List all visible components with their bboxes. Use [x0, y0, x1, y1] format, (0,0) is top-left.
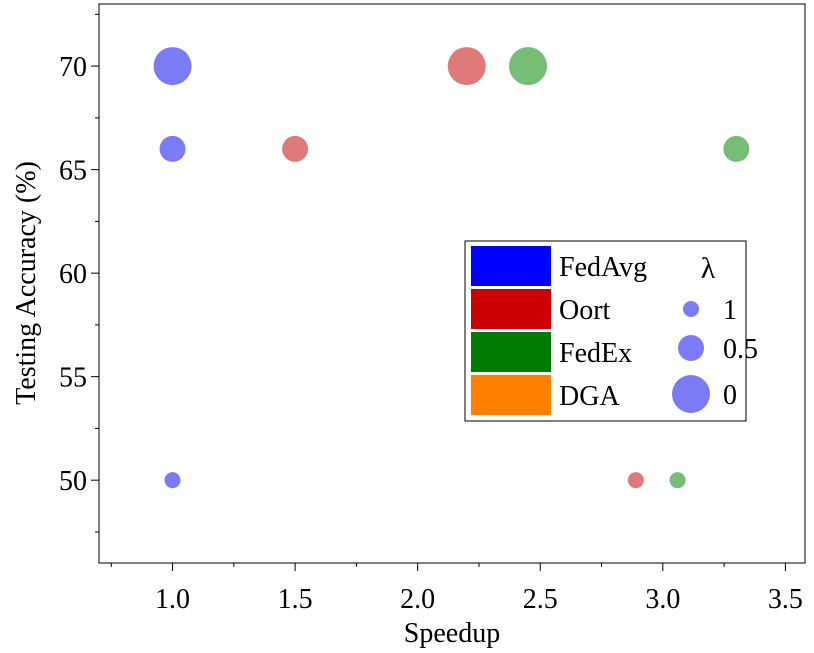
y-tick-label: 55: [59, 363, 87, 394]
legend-swatch-fedex: [471, 332, 551, 372]
y-axis-label: Testing Accuracy (%): [11, 161, 42, 405]
point-fedavg: [153, 47, 192, 86]
x-tick-label: 1.5: [278, 584, 313, 615]
size-legend-marker: [678, 335, 704, 361]
legend-swatch-oort: [471, 289, 551, 329]
x-tick-label: 3.0: [645, 584, 680, 615]
y-tick-label: 50: [59, 466, 87, 497]
legend-swatch-dga: [471, 375, 551, 415]
x-tick-label: 2.0: [400, 584, 435, 615]
point-oort: [447, 47, 486, 86]
point-fedavg: [164, 472, 181, 489]
legend-label-dga: DGA: [559, 381, 620, 412]
size-legend-marker: [683, 301, 699, 317]
size-legend-title: λ: [701, 252, 716, 285]
size-legend-label: 0: [723, 380, 737, 411]
size-legend-label: 0.5: [723, 334, 758, 365]
point-fedex: [669, 472, 686, 489]
point-fedavg: [159, 135, 186, 162]
y-tick-label: 70: [59, 52, 87, 83]
x-tick-label: 3.5: [768, 584, 803, 615]
x-tick-label: 1.0: [155, 584, 190, 615]
size-legend-marker: [672, 375, 710, 413]
point-oort: [282, 135, 309, 162]
point-fedex: [723, 135, 750, 162]
legend-swatch-fedavg: [471, 246, 551, 286]
x-axis-label: Speedup: [404, 618, 500, 649]
size-legend-label: 1: [723, 295, 737, 326]
legend-label-oort: Oort: [559, 295, 611, 326]
axis-ticks: 1.0 1.5 2.0 2.5 3.0 3.5 50 55 60 65 70: [59, 13, 803, 615]
plot-frame: [98, 3, 806, 564]
y-tick-label: 65: [59, 156, 87, 187]
x-tick-label: 2.5: [523, 584, 558, 615]
point-fedex: [508, 47, 547, 86]
y-tick-label: 60: [59, 259, 87, 290]
legend-label-fedex: FedEx: [559, 338, 632, 369]
legend-label-fedavg: FedAvg: [559, 252, 647, 283]
point-oort: [627, 472, 644, 489]
data-points: [153, 47, 750, 489]
